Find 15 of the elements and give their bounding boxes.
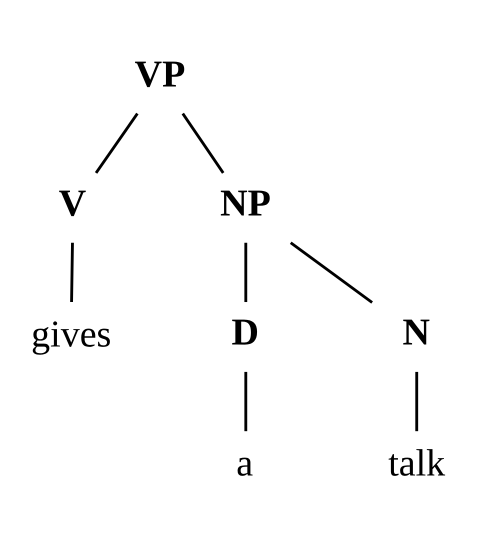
- connector: [70, 242, 74, 302]
- node-text: N: [402, 312, 430, 354]
- node-text: NP: [220, 182, 271, 225]
- connector: [244, 372, 248, 432]
- node-text: VP: [134, 53, 186, 96]
- connector: [94, 112, 139, 174]
- connector: [244, 242, 248, 302]
- node-text: a: [236, 442, 254, 485]
- connector: [415, 372, 418, 432]
- connector: [290, 242, 373, 304]
- connector: [182, 112, 224, 174]
- node-text: V: [58, 182, 86, 225]
- node-text: talk: [388, 442, 446, 485]
- node-text: gives: [31, 314, 112, 356]
- node-text: D: [232, 312, 259, 354]
